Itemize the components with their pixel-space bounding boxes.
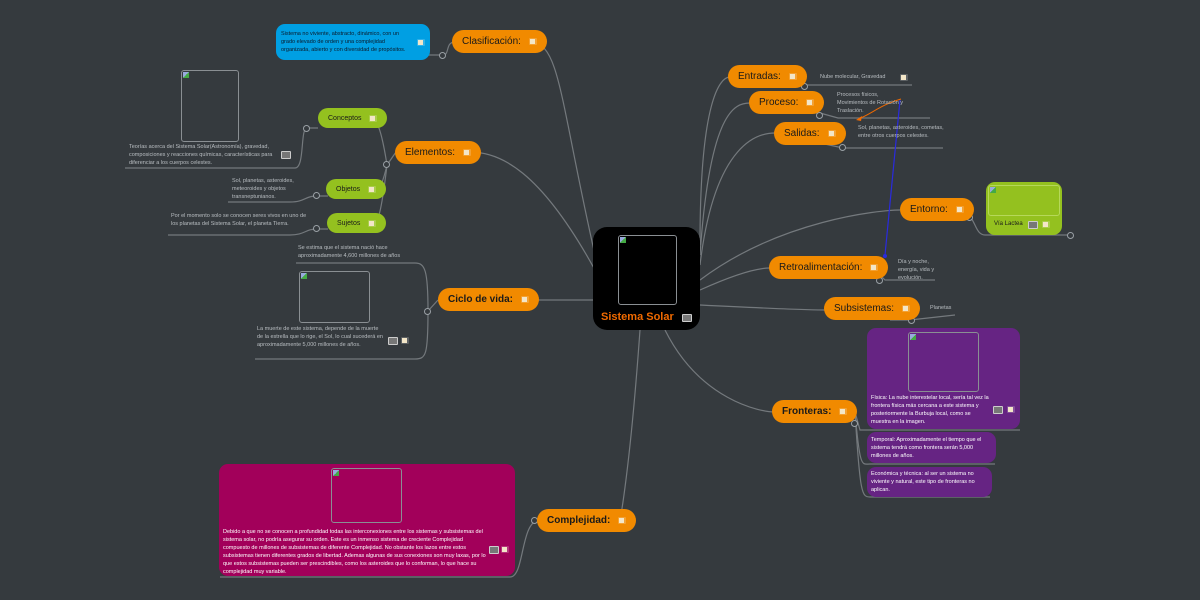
connector-dot[interactable] bbox=[313, 225, 320, 232]
connector-dot[interactable] bbox=[839, 144, 846, 151]
topic-proceso[interactable]: Proceso: bbox=[749, 91, 825, 114]
connector-dot[interactable] bbox=[439, 52, 446, 59]
via-lactea-image bbox=[988, 185, 1060, 216]
note-conceptos: Teorías acerca del Sistema Solar(Astrono… bbox=[129, 144, 273, 166]
note-icon[interactable] bbox=[368, 185, 377, 193]
card-frontera-economica[interactable]: Económica y técnica: al ser un sistema n… bbox=[867, 467, 992, 497]
topic-clasificacion[interactable]: Clasificación: bbox=[452, 30, 547, 53]
note-icon[interactable] bbox=[618, 517, 627, 524]
note-icon[interactable] bbox=[1042, 221, 1050, 228]
topic-subsistemas[interactable]: Subsistemas: bbox=[824, 297, 921, 320]
broken-image-icon bbox=[990, 187, 996, 193]
note-icon[interactable] bbox=[870, 264, 879, 271]
ciclo-image bbox=[299, 271, 370, 323]
topic-salidas[interactable]: Salidas: bbox=[774, 122, 846, 145]
card-frontera-fisica[interactable]: Física: La nube interestelar local, serí… bbox=[867, 328, 1020, 429]
broken-image-icon bbox=[183, 72, 189, 78]
broken-image-icon bbox=[910, 334, 916, 340]
note-subsistemas: Planetas bbox=[930, 305, 952, 311]
broken-image-icon bbox=[620, 237, 626, 243]
card-complejidad[interactable]: Debido a que no se conocen a profundidad… bbox=[219, 464, 515, 576]
connector-dot[interactable] bbox=[313, 192, 320, 199]
connector-dot[interactable] bbox=[303, 125, 310, 132]
central-image bbox=[618, 235, 677, 305]
connector-dot[interactable] bbox=[1067, 232, 1074, 239]
topic-ciclo-de-vida[interactable]: Ciclo de vida: bbox=[438, 288, 540, 311]
note-icon[interactable] bbox=[900, 74, 908, 81]
central-topic[interactable]: Sistema Solar bbox=[593, 227, 700, 330]
note-icon[interactable] bbox=[368, 219, 377, 227]
note-icon[interactable] bbox=[839, 408, 848, 415]
central-title: Sistema Solar bbox=[601, 311, 674, 323]
topic-elementos[interactable]: Elementos: bbox=[395, 141, 482, 164]
note-icon[interactable] bbox=[401, 337, 409, 344]
image-icon[interactable] bbox=[993, 406, 1003, 414]
subtopic-objetos[interactable]: Objetos bbox=[326, 179, 387, 199]
note-icon[interactable] bbox=[417, 38, 425, 46]
note-icon[interactable] bbox=[528, 38, 537, 45]
note-nacimiento: Se estima que el sistema nació hace apro… bbox=[298, 245, 401, 259]
topic-fronteras[interactable]: Fronteras: bbox=[772, 400, 858, 423]
topic-complejidad[interactable]: Complejidad: bbox=[537, 509, 637, 532]
image-icon[interactable] bbox=[281, 151, 291, 159]
note-sujetos: Por el momento solo se conocen seres viv… bbox=[171, 213, 307, 227]
connector-dot[interactable] bbox=[424, 308, 431, 315]
subtopic-sujetos[interactable]: Sujetos bbox=[327, 213, 387, 233]
note-clasificacion[interactable]: Sistema no viviente, abstracto, dinámico… bbox=[276, 24, 430, 60]
broken-image-icon bbox=[333, 470, 339, 476]
note-entradas: Nube molecular, Gravedad bbox=[820, 74, 886, 80]
image-icon[interactable] bbox=[1028, 221, 1038, 229]
card-via-lactea[interactable]: Vía Lactea bbox=[986, 182, 1062, 235]
topic-retroalimentacion[interactable]: Retroalimentación: bbox=[769, 256, 889, 279]
topic-entradas[interactable]: Entradas: bbox=[728, 65, 807, 88]
note-icon[interactable] bbox=[827, 130, 836, 137]
note-salidas: Sol, planetas, asteroides, cometas, entr… bbox=[858, 125, 944, 139]
note-icon[interactable] bbox=[806, 99, 815, 106]
image-icon[interactable] bbox=[388, 337, 398, 345]
note-icon[interactable] bbox=[369, 114, 378, 122]
note-icon[interactable] bbox=[521, 296, 530, 303]
card-frontera-temporal[interactable]: Temporal: Aproximadamente el tiempo que … bbox=[867, 432, 996, 463]
note-icon[interactable] bbox=[1007, 406, 1015, 413]
note-retroalimentacion: Día y noche, energía, vida y evolución. bbox=[898, 259, 935, 281]
note-proceso: Procesos físicos, Movimientos de Rotació… bbox=[837, 92, 904, 114]
connector-dot[interactable] bbox=[851, 420, 858, 427]
complejidad-image bbox=[331, 468, 402, 523]
image-icon[interactable] bbox=[682, 314, 692, 322]
connector-dot[interactable] bbox=[383, 161, 390, 168]
subtopic-conceptos[interactable]: Conceptos bbox=[318, 108, 388, 128]
note-icon[interactable] bbox=[463, 149, 472, 156]
conceptos-image bbox=[181, 70, 239, 142]
image-icon[interactable] bbox=[489, 546, 499, 554]
broken-image-icon bbox=[301, 273, 307, 279]
topic-entorno[interactable]: Entorno: bbox=[900, 198, 974, 221]
note-icon[interactable] bbox=[902, 305, 911, 312]
note-icon[interactable] bbox=[788, 73, 797, 80]
note-muerte: La muerte de este sistema, depende de la… bbox=[257, 326, 383, 348]
note-icon[interactable] bbox=[955, 206, 964, 213]
frontera-image bbox=[908, 332, 979, 392]
note-objetos: Sol, planetas, asteroides, meteoroides y… bbox=[232, 178, 294, 200]
note-icon[interactable] bbox=[501, 546, 509, 553]
connector-dot[interactable] bbox=[816, 112, 823, 119]
